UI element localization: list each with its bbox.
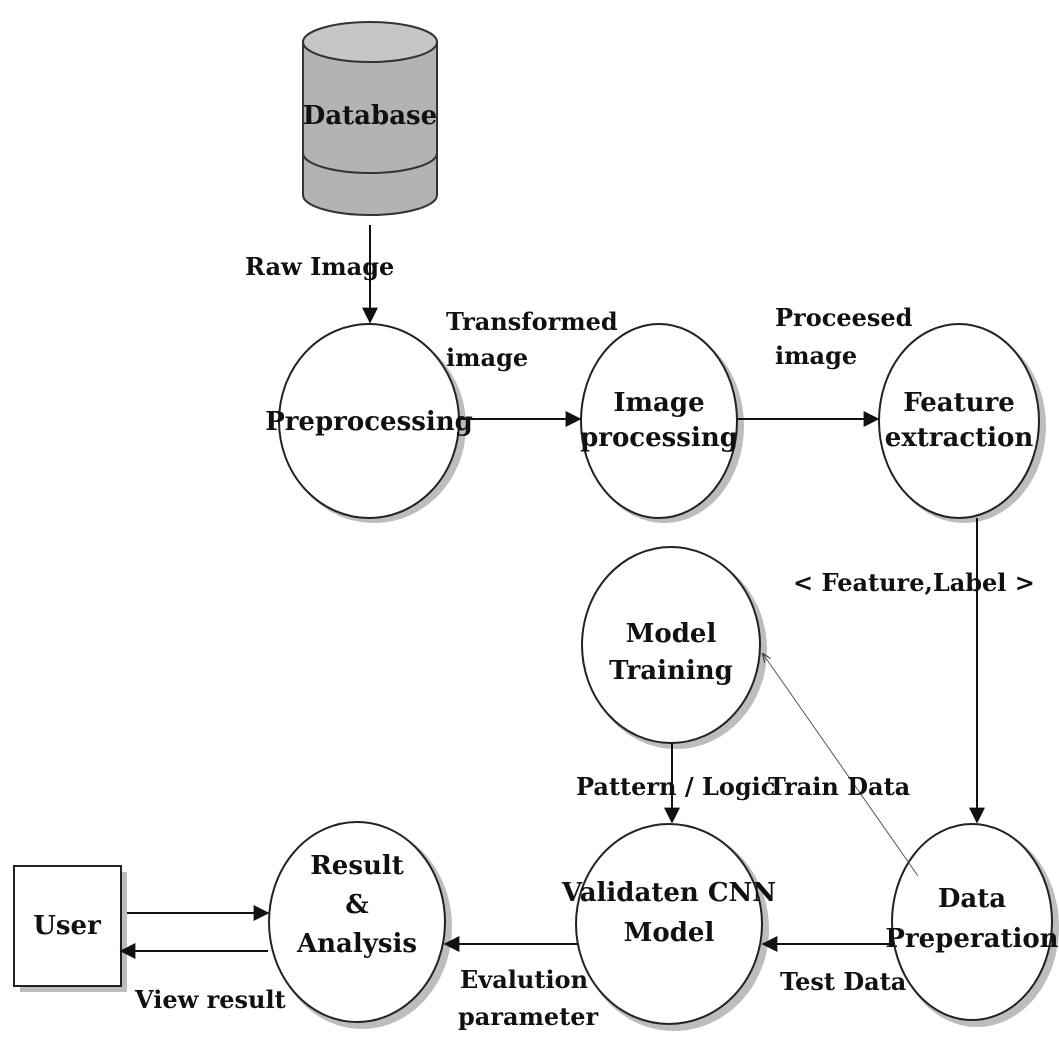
feature-extraction-label-2: extraction: [885, 423, 1034, 453]
train-data-arrow: [763, 654, 919, 877]
train-data-label: Train Data: [768, 772, 910, 801]
feature-extraction-label-1: Feature: [903, 388, 1015, 418]
view-result-label: View result: [134, 985, 286, 1014]
result-analysis-label-1: Result: [310, 851, 404, 881]
validate-cnn-label-1: Validaten CNN: [561, 878, 776, 908]
user-node: User: [13, 865, 127, 992]
result-analysis-label-3: Analysis: [296, 929, 417, 959]
test-data-label: Test Data: [780, 967, 906, 996]
user-label: User: [33, 911, 101, 941]
processed-image-label-2: image: [775, 341, 857, 370]
feature-label-label: < Feature,Label >: [793, 568, 1035, 597]
result-analysis-label-2: &: [345, 890, 368, 920]
data-preparation-label-2: Preperation: [885, 924, 1058, 954]
raw-image-label: Raw Image: [245, 252, 394, 281]
preprocessing-node: Preprocessing: [265, 323, 473, 519]
processed-image-label-1: Proceesed: [775, 303, 913, 332]
database-label: Database: [303, 101, 437, 131]
model-training-label-1: Model: [626, 619, 717, 649]
transformed-image-label-1: Transformed: [446, 307, 618, 336]
transformed-image-label-2: image: [446, 343, 528, 372]
data-preparation-node: Data Preperation: [885, 823, 1059, 1021]
model-training-node: Model Training: [581, 546, 761, 744]
image-processing-label-2: processing: [580, 423, 738, 453]
image-processing-node: Image processing: [580, 323, 738, 519]
evaluation-parameter-label-2: parameter: [458, 1002, 599, 1031]
feature-extraction-node: Feature extraction: [878, 323, 1040, 519]
preprocessing-label: Preprocessing: [265, 407, 473, 437]
pattern-logic-label: Pattern / Logic: [576, 772, 775, 801]
model-training-label-2: Training: [609, 656, 733, 686]
image-processing-label-1: Image: [613, 388, 704, 418]
data-preparation-label-1: Data: [938, 884, 1006, 914]
validate-cnn-label-2: Model: [624, 918, 715, 948]
validate-cnn-node: Validaten CNN Model: [561, 823, 776, 1025]
database-node: Database: [302, 21, 438, 216]
evaluation-parameter-label-1: Evalution: [460, 965, 588, 994]
result-analysis-node: Result & Analysis: [268, 821, 446, 1023]
